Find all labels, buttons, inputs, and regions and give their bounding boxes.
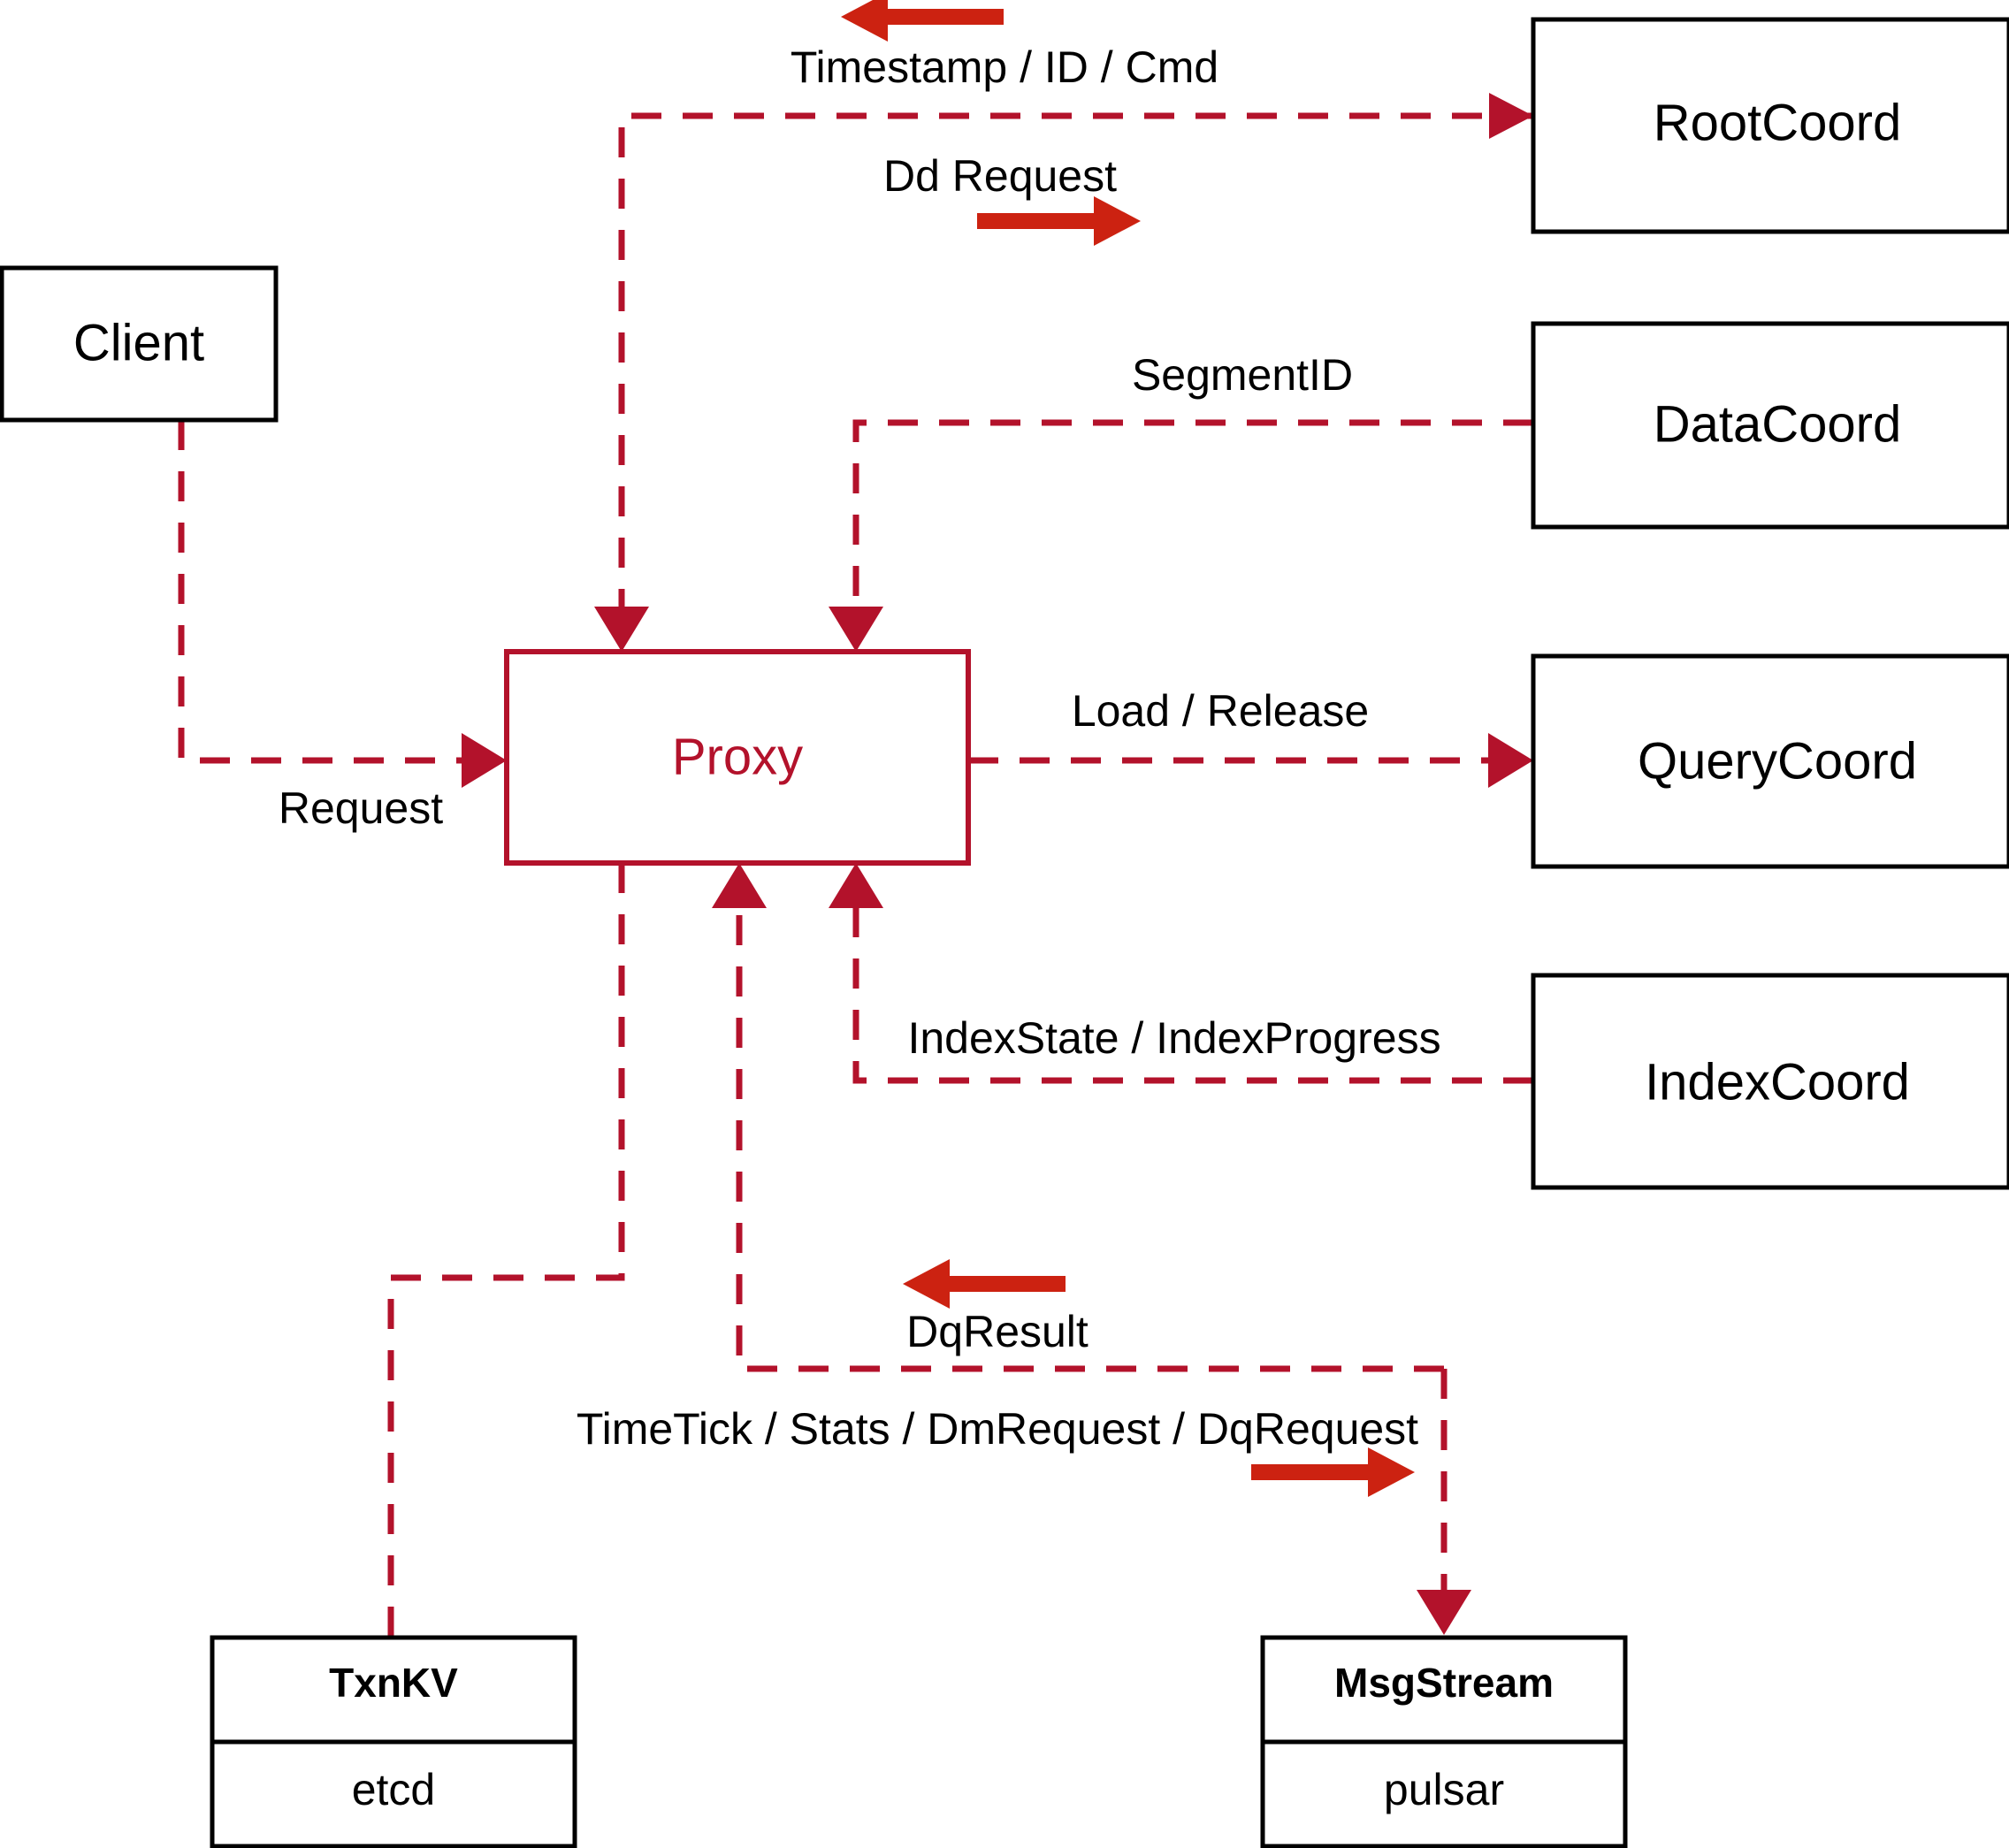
- node-client-box: [0, 265, 279, 423]
- edge-indexcoord-proxy-path: [852, 889, 1533, 1084]
- node-indexcoord[interactable]: IndexCoord: [1531, 973, 2009, 1190]
- node-proxy[interactable]: Proxy: [504, 649, 971, 866]
- edge-label-index-state-progress: IndexState / IndexProgress: [907, 1013, 1440, 1063]
- node-client[interactable]: Client: [0, 265, 279, 423]
- edge-proxy-rootcoord-arrowhead: [1489, 93, 1533, 139]
- node-indexcoord-box: [1531, 973, 2009, 1190]
- edge-datacoord-proxy: [829, 419, 1533, 652]
- edge-proxy-msgstream-arrowhead: [1417, 1590, 1471, 1635]
- edge-msgstream-proxy: [712, 863, 1444, 1372]
- node-txnkv-impl: etcd: [352, 1765, 436, 1814]
- node-msgstream[interactable]: MsgStream pulsar: [1260, 1635, 1628, 1848]
- edge-client-proxy: [178, 420, 507, 788]
- direction-arrow-dqresult-head: [903, 1259, 950, 1309]
- node-txnkv-body-box: [210, 1739, 577, 1848]
- node-rootcoord-box: [1531, 17, 2009, 234]
- edge-msgstream-proxy-path: [736, 889, 1444, 1372]
- node-msgstream-title: MsgStream: [1334, 1660, 1554, 1706]
- edge-label-dd-request: Dd Request: [883, 151, 1117, 201]
- edge-proxy-txnkv-path: [387, 863, 625, 1638]
- edge-label-timetick-stats: TimeTick / Stats / DmRequest / DqRequest: [577, 1404, 1418, 1454]
- edge-client-proxy-arrowhead: [462, 733, 507, 788]
- direction-arrow-dqresult: [903, 1259, 1066, 1309]
- edge-indexcoord-proxy-arrowhead: [829, 863, 883, 908]
- edge-label-timestamp-id-cmd: Timestamp / ID / Cmd: [791, 42, 1218, 92]
- direction-arrow-timetick-head: [1368, 1447, 1415, 1497]
- edge-label-dq-result: DqResult: [906, 1307, 1089, 1356]
- edge-label-request: Request: [279, 783, 443, 833]
- node-rootcoord-label: RootCoord: [1654, 94, 1901, 151]
- edge-rootcoord-proxy: [594, 93, 1533, 652]
- node-datacoord[interactable]: DataCoord: [1531, 321, 2009, 530]
- edge-msgstream-proxy-arrowhead: [712, 863, 767, 908]
- edge-label-load-release: Load / Release: [1072, 686, 1369, 736]
- node-querycoord[interactable]: QueryCoord: [1531, 653, 2009, 869]
- edge-proxy-querycoord-arrowhead: [1488, 733, 1533, 788]
- node-msgstream-impl: pulsar: [1384, 1765, 1504, 1814]
- direction-arrow-timestamp-head: [841, 0, 888, 42]
- edge-proxy-querycoord: [968, 733, 1533, 788]
- direction-arrow-timetick: [1251, 1447, 1415, 1497]
- direction-arrow-ddrequest: [977, 196, 1141, 246]
- node-msgstream-header-box: [1260, 1635, 1628, 1745]
- edge-proxy-txnkv: [387, 863, 625, 1638]
- node-querycoord-label: QueryCoord: [1638, 732, 1917, 790]
- node-msgstream-body-box: [1260, 1739, 1628, 1848]
- direction-arrow-timestamp: [841, 0, 1004, 42]
- edge-rootcoord-proxy-path: [618, 112, 1533, 628]
- node-datacoord-box: [1531, 321, 2009, 530]
- node-querycoord-box: [1531, 653, 2009, 869]
- node-indexcoord-label: IndexCoord: [1645, 1053, 1910, 1111]
- node-proxy-box: [504, 649, 971, 866]
- edge-rootcoord-proxy-arrowhead: [594, 607, 649, 652]
- node-client-label: Client: [73, 314, 204, 371]
- node-datacoord-label: DataCoord: [1654, 395, 1901, 453]
- direction-arrow-ddrequest-head: [1094, 196, 1141, 246]
- edge-datacoord-proxy-arrowhead: [829, 607, 883, 652]
- edge-client-proxy-path: [178, 420, 483, 764]
- edge-datacoord-proxy-path: [852, 419, 1533, 628]
- node-rootcoord[interactable]: RootCoord: [1531, 17, 2009, 234]
- edge-proxy-msgstream: [1417, 1369, 1471, 1635]
- edge-indexcoord-proxy: [829, 863, 1533, 1084]
- node-proxy-label: Proxy: [672, 728, 803, 785]
- node-txnkv[interactable]: TxnKV etcd: [210, 1635, 577, 1848]
- node-txnkv-title: TxnKV: [329, 1660, 458, 1706]
- edge-label-segment-id: SegmentID: [1132, 350, 1353, 400]
